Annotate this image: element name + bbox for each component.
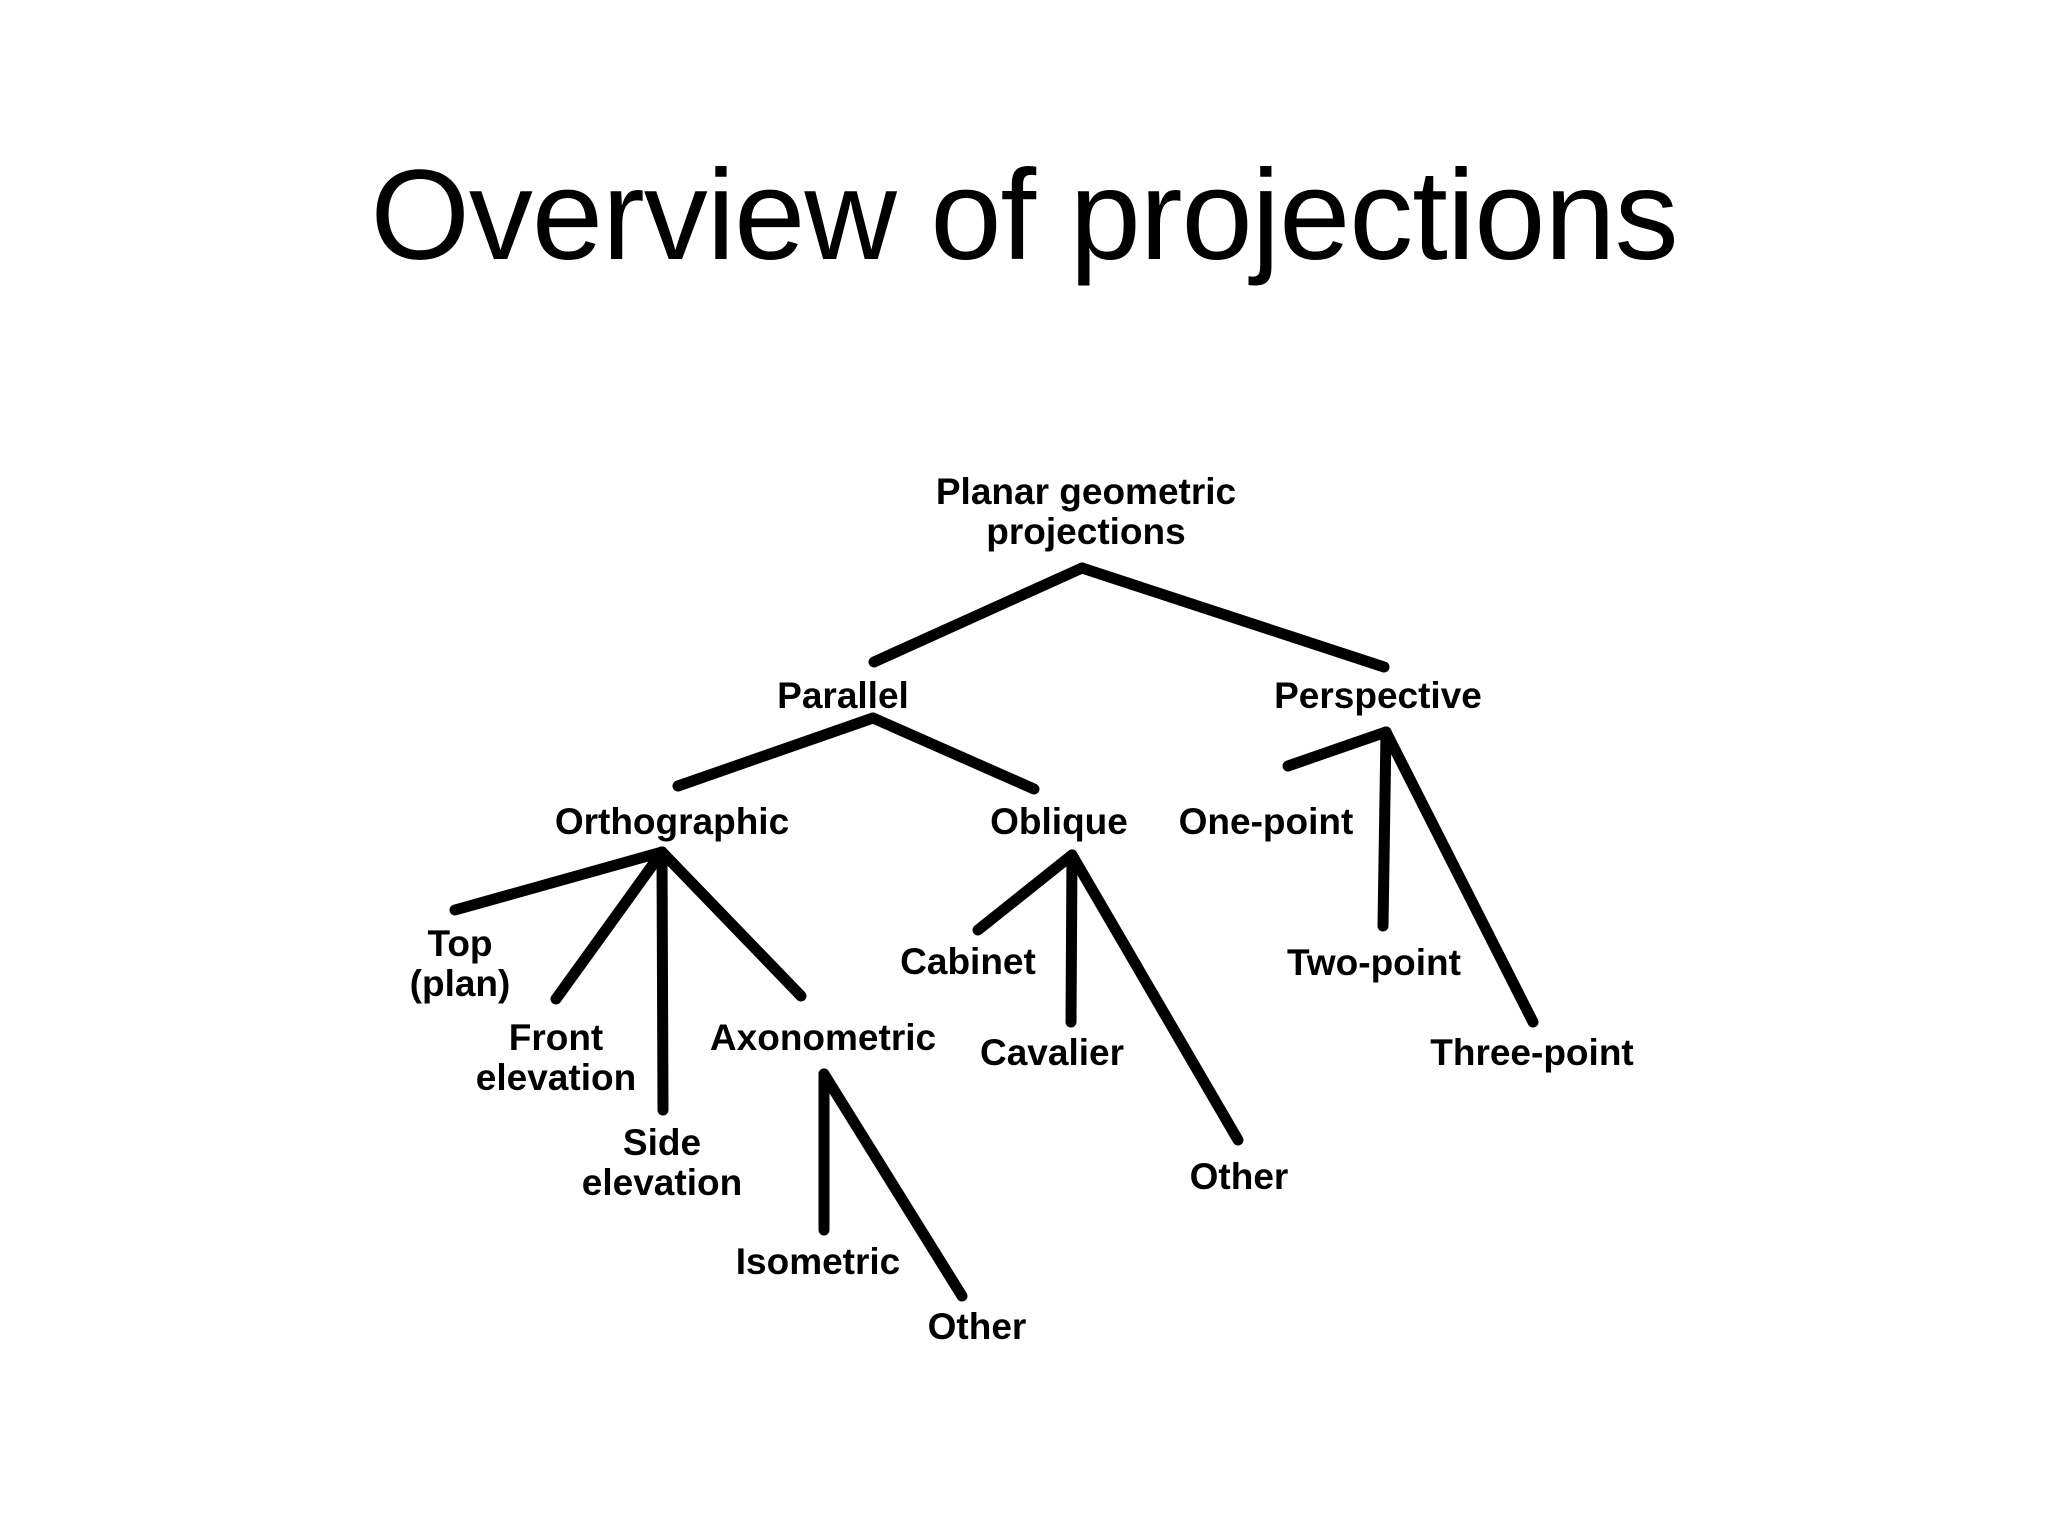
edge-oblique-cabinet	[972, 849, 1078, 936]
edge-orthographic-side	[656, 846, 669, 1116]
node-front-elevation[interactable]: Front elevation	[475, 1017, 637, 1098]
edge-perspective-one-point	[1282, 726, 1392, 772]
node-top-plan[interactable]: Top (plan)	[409, 923, 511, 1004]
edge-orthographic-front	[550, 846, 668, 1005]
node-planar-geometric-projections[interactable]: Planar geometric projections	[935, 471, 1237, 552]
edge-root-parallel	[868, 562, 1088, 668]
edge-orthographic-top	[449, 846, 668, 916]
node-other-oblique[interactable]: Other	[1189, 1156, 1289, 1197]
node-axonometric[interactable]: Axonometric	[709, 1017, 937, 1058]
page-title: Overview of projections	[370, 144, 1678, 287]
node-three-point[interactable]: Three-point	[1430, 1032, 1634, 1073]
edge-oblique-cavalier	[1065, 849, 1078, 1028]
node-oblique[interactable]: Oblique	[990, 801, 1128, 842]
node-other-axonometric[interactable]: Other	[927, 1306, 1027, 1347]
node-cavalier[interactable]: Cavalier	[980, 1032, 1124, 1073]
edge-parallel-oblique	[867, 712, 1040, 795]
edge-perspective-two-point	[1377, 726, 1392, 932]
edge-root-perspective	[1076, 562, 1390, 673]
node-side-elevation[interactable]: Side elevation	[581, 1122, 743, 1203]
edge-oblique-other	[1066, 849, 1244, 1146]
node-two-point[interactable]: Two-point	[1287, 942, 1461, 983]
node-orthographic[interactable]: Orthographic	[554, 801, 790, 842]
node-parallel[interactable]: Parallel	[777, 675, 909, 716]
node-isometric[interactable]: Isometric	[735, 1241, 901, 1282]
node-one-point[interactable]: One-point	[1178, 801, 1354, 842]
node-perspective[interactable]: Perspective	[1274, 675, 1482, 716]
edge-orthographic-axonometric	[656, 846, 807, 1002]
edge-parallel-orthographic	[672, 712, 879, 792]
node-cabinet[interactable]: Cabinet	[900, 941, 1036, 982]
